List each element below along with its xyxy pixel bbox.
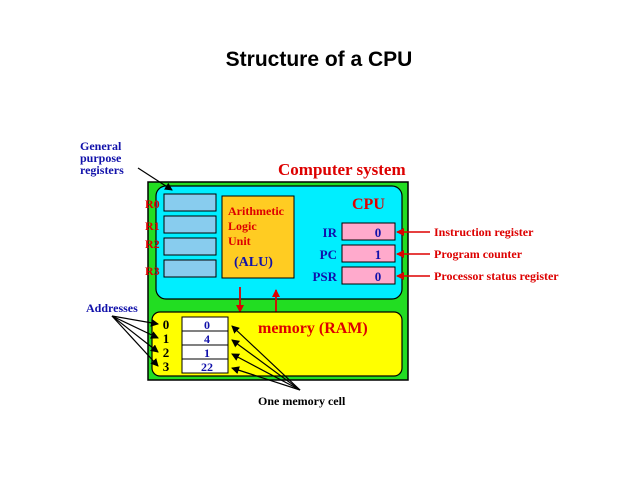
special-register-box [341, 244, 396, 263]
special-register-box [341, 266, 396, 285]
special-register-box [341, 222, 396, 241]
register-label: R3 [145, 264, 160, 278]
one-memory-cell-label: One memory cell [258, 394, 346, 408]
register-description: Program counter [434, 247, 523, 261]
special-register-value: 0 [375, 269, 382, 284]
special-register-name: IR [323, 225, 338, 240]
memory-label: memory (RAM) [258, 320, 368, 337]
memory-address: 0 [163, 317, 170, 332]
general-purpose-label: General purpose registers [80, 139, 124, 177]
cell-arrow [231, 366, 301, 391]
register-label: R2 [145, 237, 160, 251]
memory-cell-value: 4 [204, 332, 210, 346]
alu-box [221, 195, 295, 279]
memory-address: 2 [163, 345, 170, 360]
register-box [163, 215, 217, 234]
slide-title: Structure of a CPU [225, 48, 413, 71]
general-registers: R0 R1 R2 R3 [145, 193, 217, 278]
cell-arrow [231, 339, 301, 391]
special-register-name: PC [320, 247, 337, 262]
register-description: Instruction register [434, 225, 534, 239]
memory-address: 1 [163, 331, 170, 346]
alu-label: Arithmetic Logic Unit [228, 204, 287, 248]
address-arrow [111, 315, 159, 339]
special-registers: IR PC PSR 0 1 0 [312, 222, 396, 285]
addresses-label: Addresses [86, 301, 138, 315]
memory-cell [181, 358, 229, 374]
register-label: R1 [145, 219, 160, 233]
cell-arrow [231, 353, 301, 391]
register-box [163, 193, 217, 212]
alu-abbrev: (ALU) [234, 255, 273, 270]
register-label: R0 [145, 197, 160, 211]
memory-cell-value: 22 [201, 360, 213, 374]
register-description: Processor status register [434, 269, 559, 283]
general-purpose-arrow [137, 167, 173, 191]
special-register-name: PSR [312, 269, 337, 284]
register-box [163, 259, 217, 278]
cpu-label: CPU [352, 196, 385, 213]
special-register-value: 0 [375, 225, 382, 240]
memory-cell-value: 0 [204, 318, 210, 332]
memory-cell-value: 1 [204, 346, 210, 360]
address-arrow [111, 315, 159, 327]
computer-system-label: Computer system [278, 160, 406, 179]
address-arrow [111, 315, 159, 353]
memory-cells: 0 4 1 22 0 1 2 3 [163, 316, 229, 374]
register-box [163, 237, 217, 256]
address-arrow [111, 315, 159, 367]
cell-arrow [231, 325, 301, 391]
memory-address: 3 [163, 359, 170, 374]
special-register-value: 1 [375, 247, 382, 262]
